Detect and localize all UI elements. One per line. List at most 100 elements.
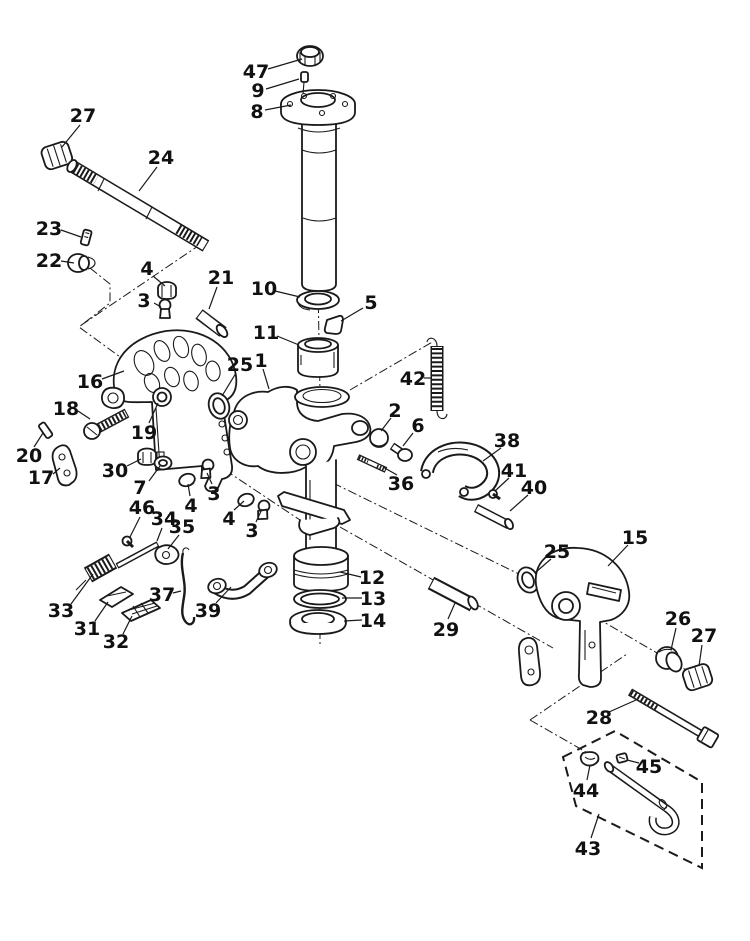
- cotter-pin: [79, 228, 93, 247]
- callout-3-35: 3: [245, 520, 258, 542]
- leader-line-25: [221, 372, 237, 397]
- leader-line-43: [590, 813, 600, 839]
- callout-17-25: 17: [28, 467, 54, 489]
- callout-22-6: 22: [36, 250, 62, 272]
- swivel-housing-casting: [228, 385, 372, 474]
- leader-line-8: [264, 104, 292, 111]
- callout-24-4: 24: [148, 147, 174, 169]
- tilt-tube-29: [427, 576, 479, 612]
- thrust-washer: [296, 290, 340, 311]
- spring-clamp-group: [356, 337, 514, 531]
- seal-ring: [289, 609, 347, 635]
- hex-nut-upper: [157, 281, 177, 300]
- knurled-pad-32: [121, 599, 161, 622]
- leader-line-47: [267, 58, 303, 70]
- cap-44: [579, 751, 600, 767]
- callout-27-3: 27: [70, 105, 96, 127]
- pivot-pin-40: [473, 503, 514, 531]
- construction-lines: [78, 243, 701, 753]
- callout-20-24: 20: [16, 445, 42, 467]
- callout-10-11: 10: [251, 278, 277, 300]
- lock-lever-17: [51, 444, 78, 487]
- callout-18-23: 18: [53, 398, 79, 420]
- pivot-pin-21: [195, 309, 229, 338]
- leader-line-20: [33, 432, 44, 448]
- grommet: [152, 387, 172, 407]
- leader-line-16: [101, 370, 125, 380]
- leader-line-4: [187, 483, 191, 497]
- spring-33: [75, 553, 118, 591]
- callout-33-36: 33: [48, 600, 74, 622]
- callout-47-0: 47: [243, 61, 269, 83]
- leader-line-7: [148, 465, 161, 482]
- kit-outline: [561, 729, 703, 870]
- leader-line-2: [380, 417, 392, 432]
- leader-line-37: [172, 590, 182, 594]
- leader-line-41: [494, 477, 510, 492]
- leader-line-18: [77, 410, 91, 420]
- lock-nut-30: [137, 447, 157, 466]
- leader-line-17: [52, 467, 61, 475]
- leader-line-28: [608, 699, 637, 713]
- leader-line-31: [94, 601, 109, 622]
- clamp-bracket-38: [420, 441, 501, 501]
- leader-line-9: [265, 78, 300, 90]
- leader-line-27: [698, 644, 703, 667]
- cap-nut-2: [369, 428, 389, 448]
- leader-line-29: [447, 602, 456, 620]
- leader-line-4: [152, 275, 166, 287]
- grease-fitting-upper: [158, 298, 172, 319]
- callout-39-40: 39: [195, 600, 221, 622]
- u-bracket-39: [207, 561, 278, 600]
- leader-line-23: [60, 229, 82, 238]
- leader-line-38: [482, 447, 502, 462]
- screw-46: [121, 535, 135, 549]
- hook-rod-43: [603, 761, 680, 836]
- callout-11-13: 11: [253, 322, 279, 344]
- callout-5-12: 5: [364, 292, 377, 314]
- callout-30-27: 30: [102, 460, 128, 482]
- leader-line-33: [70, 573, 94, 605]
- callout-32-38: 32: [103, 631, 129, 653]
- steering-tube-group: [280, 45, 356, 378]
- leader-line-11: [276, 335, 300, 346]
- callout-43-52: 43: [575, 838, 601, 860]
- callout-19-26: 19: [131, 422, 157, 444]
- bolt-6: [389, 442, 413, 462]
- leader-line-34: [156, 527, 163, 542]
- leader-line-32: [122, 615, 133, 635]
- leader-line-1: [262, 368, 270, 390]
- leader-line-24: [138, 166, 158, 192]
- hardware-left: [38, 281, 229, 488]
- clamp-bolt-28: [627, 688, 720, 749]
- knurled-cap: [296, 45, 324, 67]
- leader-line-36: [382, 466, 398, 476]
- callout-21-9: 21: [208, 267, 234, 289]
- upper-bushing: [297, 337, 339, 378]
- callout-31-37: 31: [74, 618, 100, 640]
- leader-line-5: [340, 307, 364, 322]
- callout-25-45: 25: [544, 541, 570, 563]
- callout-35-33: 35: [169, 516, 195, 538]
- leader-line-30: [126, 458, 142, 467]
- leader-line-35: [167, 534, 180, 550]
- tilt-rod-group: [40, 140, 210, 273]
- leader-line-3: [255, 508, 263, 523]
- callout-1-14: 1: [254, 350, 267, 372]
- callout-16-10: 16: [77, 371, 103, 393]
- leader-line-4: [233, 500, 245, 511]
- clamp-screw-kit: [561, 729, 703, 870]
- steering-tube: [301, 121, 337, 292]
- screw-with-spring-18: [83, 408, 130, 440]
- callout-25-15: 25: [227, 354, 253, 376]
- leader-line-6: [402, 432, 414, 447]
- callout-7-28: 7: [133, 477, 146, 499]
- castle-nut-right: [681, 663, 714, 692]
- tilt-rod: [66, 159, 210, 252]
- callout-45-51: 45: [636, 756, 662, 778]
- callout-42-16: 42: [400, 368, 426, 390]
- callout-44-50: 44: [573, 780, 599, 802]
- callout-14-43: 14: [360, 610, 386, 632]
